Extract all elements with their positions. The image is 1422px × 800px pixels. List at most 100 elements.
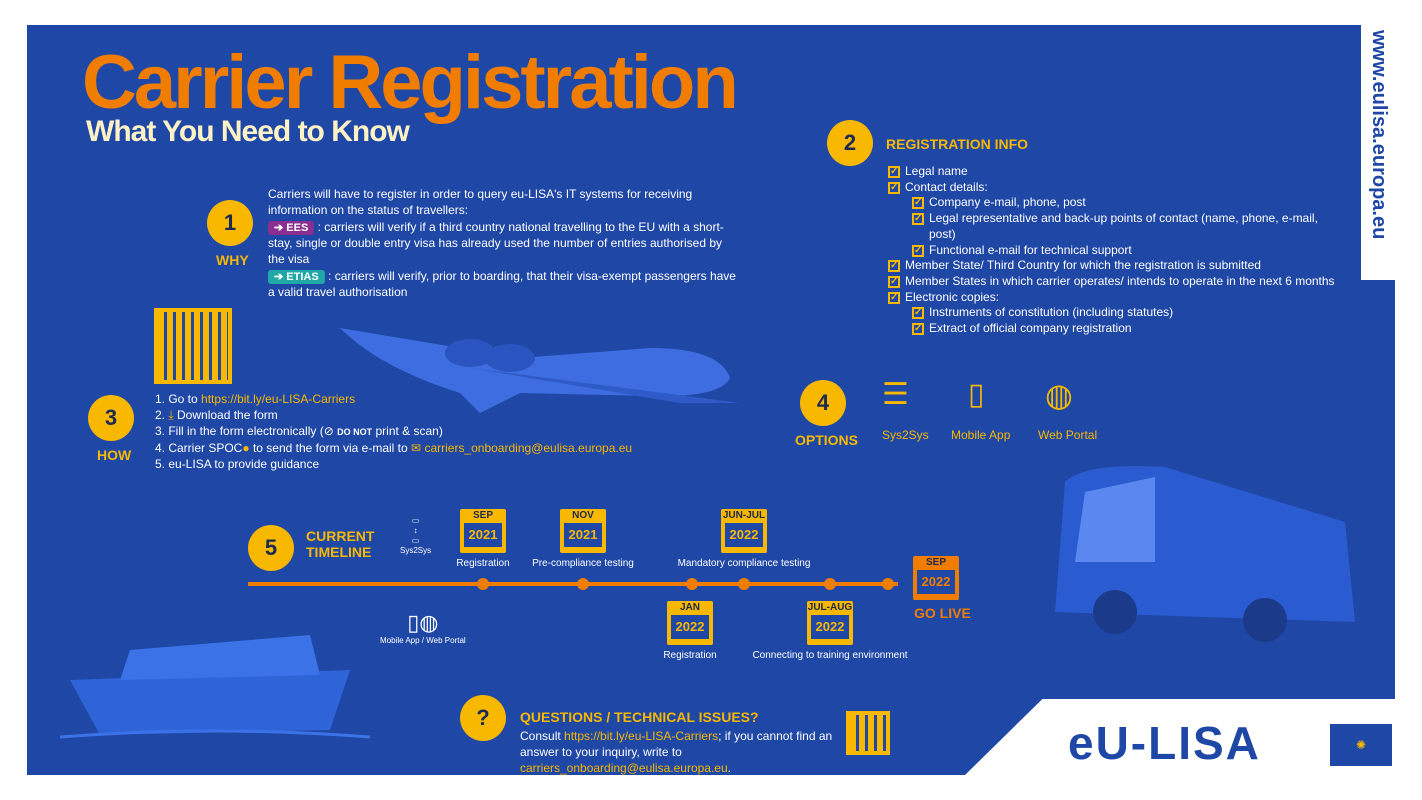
ees-tag: ➔ EES [268, 221, 315, 235]
checkbox-icon: ✓ [888, 275, 900, 288]
why-etias: ➔ ETIAS : carriers will verify, prior to… [268, 268, 738, 300]
etias-tag: ➔ ETIAS [268, 270, 325, 284]
timeline-dot [477, 578, 489, 590]
ees-text: : carriers will verify if a third countr… [268, 220, 724, 266]
checkbox-icon: ✓ [912, 244, 924, 257]
why-label: WHY [216, 252, 249, 268]
registration-item-text: Member State/ Third Country for which th… [905, 258, 1261, 273]
website-strip [1361, 25, 1395, 280]
registration-item: ✓ Contact details: [888, 180, 1343, 196]
step-4-badge: 4 [800, 380, 846, 426]
timeline-caption: Mandatory compliance testing [677, 558, 811, 569]
server-icon: ☰ [882, 378, 909, 411]
timeline-dot [686, 578, 698, 590]
bus-illustration [1055, 466, 1355, 642]
step-2-badge: 2 [827, 120, 873, 166]
timeline-caption: Connecting to training environment [752, 650, 908, 661]
checkbox-icon: ✓ [888, 291, 900, 304]
no-print-icon: ⊘ [323, 424, 334, 438]
questions-title: QUESTIONS / TECHNICAL ISSUES? [520, 709, 759, 725]
registration-item: ✓ Member State/ Third Country for which t… [888, 258, 1343, 274]
checkbox-icon: ✓ [912, 213, 924, 226]
checkbox-icon: ✓ [912, 307, 924, 320]
page-subtitle: What You Need to Know [86, 115, 410, 148]
step-1-badge: 1 [207, 200, 253, 246]
questions-text: Consult https://bit.ly/eu-LISA-Carriers;… [520, 729, 833, 775]
checkbox-icon: ✓ [888, 181, 900, 194]
person-icon: ● [242, 441, 250, 455]
timeline-caption: Registration [456, 558, 510, 569]
timeline-axis [248, 578, 898, 590]
questions-email-link[interactable]: carriers_onboarding@eulisa.europa.eu [520, 761, 728, 775]
onboarding-email-link[interactable]: carriers_onboarding@eulisa.europa.eu [424, 441, 633, 455]
download-icon: ⤓ [168, 408, 174, 422]
ferry-illustration [60, 635, 370, 739]
carriers-link[interactable]: https://bit.ly/eu-LISA-Carriers [201, 392, 356, 406]
registration-list: ✓ Legal name ✓ Contact details: ✓ Company e-m… [888, 164, 1343, 337]
step-3-badge: 3 [88, 395, 134, 441]
registration-item-text: Contact details: [905, 179, 988, 194]
questions-qr-code[interactable] [846, 711, 890, 755]
globe-icon: ◍ [1045, 377, 1073, 413]
registration-item: ✓ Member States in which carrier operates… [888, 274, 1343, 290]
go-live-label: GO LIVE [914, 605, 971, 621]
option-web-portal: Web Portal [1038, 428, 1098, 442]
mobile-web-small: ▯◍Mobile App / Web Portal [380, 610, 466, 645]
options-label: OPTIONS [795, 432, 859, 448]
eu-lisa-logo: eU-LISA [1068, 717, 1261, 769]
checkbox-icon: ✓ [888, 166, 900, 178]
registration-item: ✓ Electronic copies: [888, 290, 1343, 306]
registration-item: ✓ Legal representative and back-up points… [912, 211, 1343, 242]
timeline-caption: Registration [663, 650, 717, 661]
mobile-icon: ▯ [968, 378, 985, 411]
checkbox-icon: ✓ [888, 260, 900, 273]
timeline-caption: Pre-compliance testing [532, 558, 634, 569]
website-link[interactable]: www.eulisa.europa.eu [1368, 30, 1390, 240]
envelope-icon: ✉ [411, 441, 422, 455]
checkbox-icon: ✓ [912, 323, 924, 336]
step-5-badge: 5 [248, 525, 294, 571]
registration-item: ✓ Instruments of constitution (including … [912, 305, 1343, 321]
registration-label: REGISTRATION INFO [886, 136, 1029, 152]
eu-flag-icon: ✺ [1330, 724, 1392, 766]
registration-item-text: Company e-mail, phone, post [929, 195, 1086, 210]
registration-item: ✓ Extract of official company registratio… [912, 321, 1343, 337]
registration-item-text: Legal name [905, 164, 968, 178]
timeline-dot [577, 578, 589, 590]
sys2sys-small: ▭↕▭Sys2Sys [400, 516, 432, 555]
how-steps: 1. Go to https://bit.ly/eu-LISA-Carriers… [155, 392, 633, 471]
logo-area [965, 699, 1395, 775]
registration-item: ✓ Functional e-mail for technical support [912, 243, 1343, 259]
etias-text: : carriers will verify, prior to boardin… [268, 269, 736, 299]
why-ees: ➔ EES : carriers will verify if a third … [268, 219, 738, 267]
airplane-illustration [340, 328, 740, 413]
registration-item-text: Electronic copies: [905, 289, 1000, 304]
why-intro: Carriers will have to register in order … [268, 187, 693, 217]
option-sys2sys: Sys2Sys [882, 428, 929, 442]
questions-badge: ? [460, 695, 506, 741]
option-mobile-app: Mobile App [951, 428, 1011, 442]
questions-link[interactable]: https://bit.ly/eu-LISA-Carriers [564, 729, 719, 743]
registration-item-text: Functional e-mail for technical support [929, 242, 1132, 257]
registration-item: ✓ Legal name [888, 164, 1343, 180]
page-title: Carrier Registration [82, 40, 739, 125]
checkbox-icon: ✓ [912, 197, 924, 210]
registration-item: ✓ Company e-mail, phone, post [912, 195, 1343, 211]
registration-item-text: Legal representative and back-up points … [929, 211, 1318, 241]
timeline-dot [738, 578, 750, 590]
timeline-dot [824, 578, 836, 590]
registration-item-text: Instruments of constitution (including s… [929, 305, 1174, 320]
how-label: HOW [97, 447, 132, 463]
timeline-dot [882, 578, 894, 590]
qr-code[interactable] [154, 308, 232, 384]
why-section: Carriers will have to register in order … [268, 186, 738, 301]
registration-item-text: Extract of official company registration [929, 321, 1132, 336]
registration-item-text: Member States in which carrier operates/… [905, 273, 1335, 288]
